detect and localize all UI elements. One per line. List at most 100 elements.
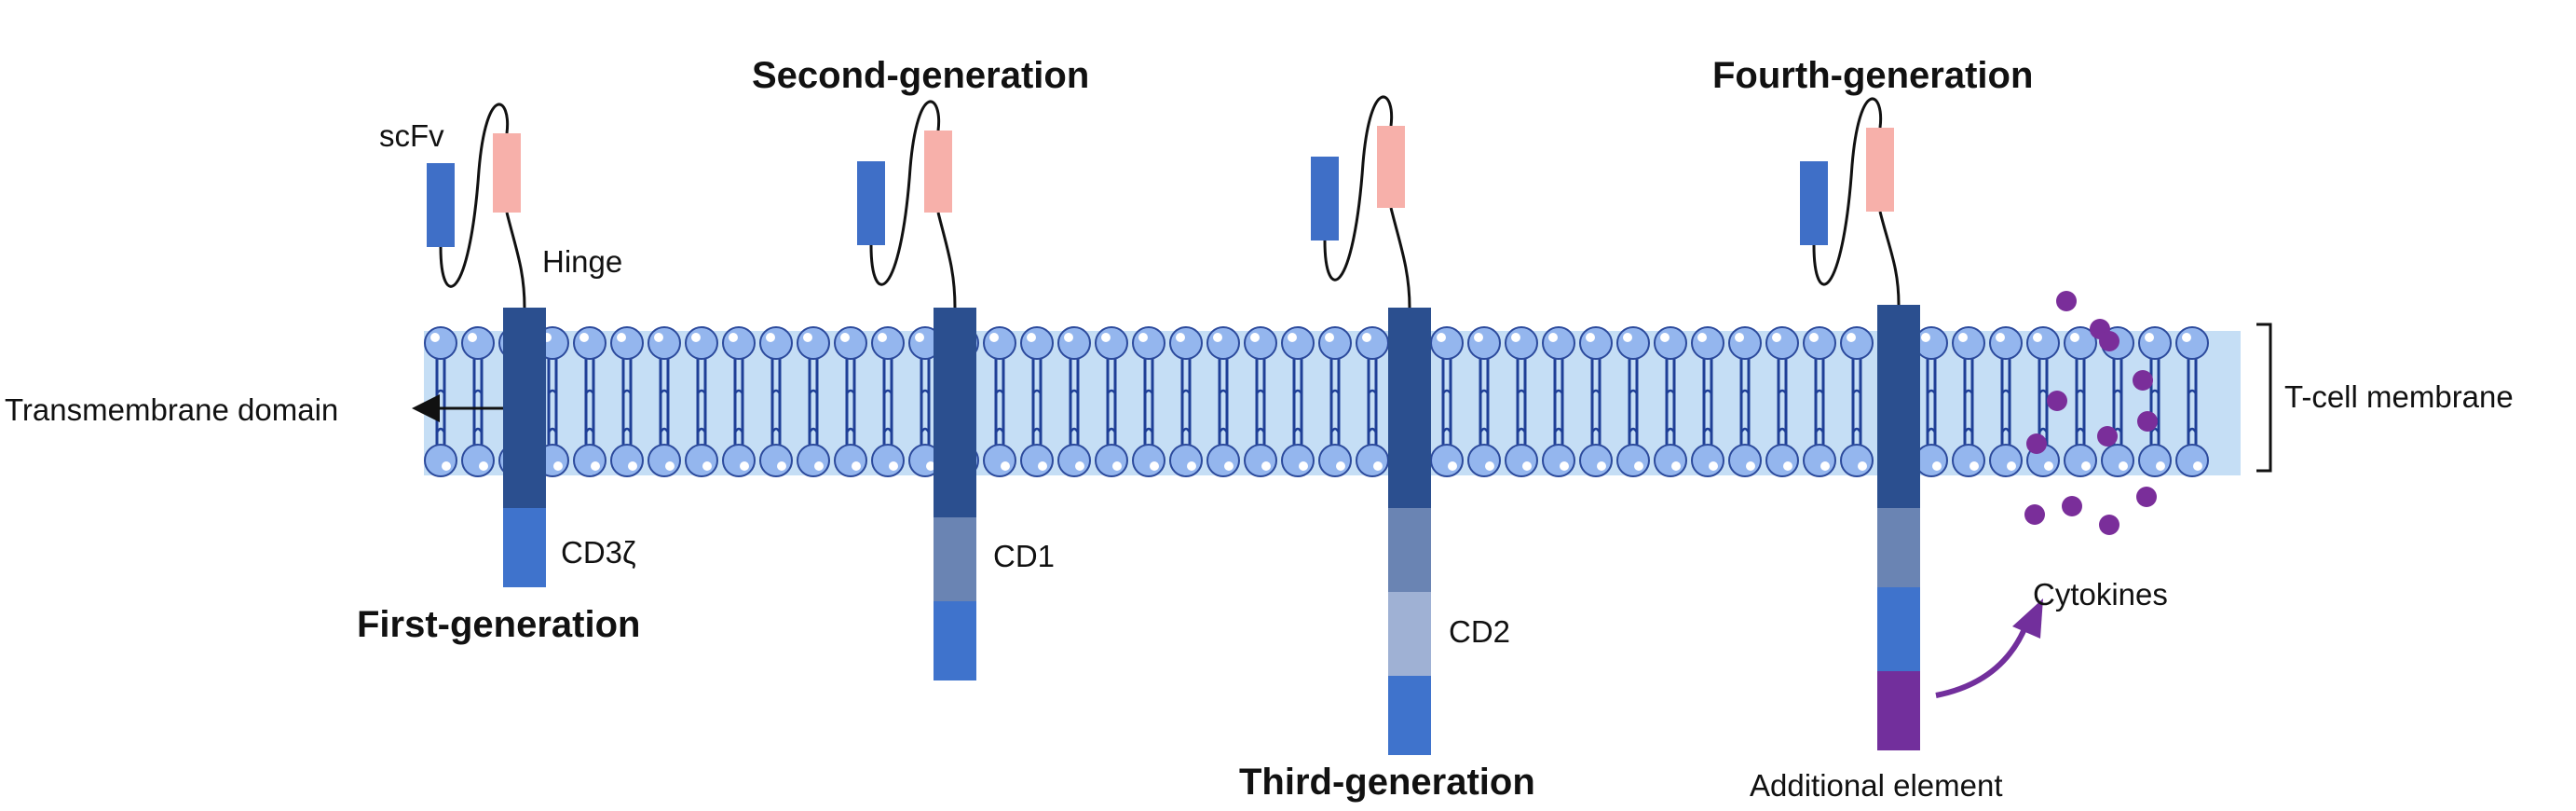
scfv-vl-domain bbox=[924, 131, 952, 213]
lipid-head-top bbox=[1654, 326, 1687, 360]
lipid-head-highlight bbox=[1299, 461, 1308, 471]
lipid-head-top bbox=[1356, 326, 1389, 360]
lipid-tail-top bbox=[1926, 356, 1937, 406]
lipid-head-highlight bbox=[2119, 461, 2128, 471]
lipid-head-highlight bbox=[1858, 461, 1867, 471]
lipid-head-highlight bbox=[468, 333, 477, 342]
lipid-head-highlight bbox=[1847, 333, 1856, 342]
lipid-head-bottom bbox=[1057, 444, 1091, 477]
lipid-tail-top bbox=[1665, 356, 1676, 406]
lipid-tail-kink bbox=[472, 389, 484, 394]
lipid-tail-top bbox=[1106, 356, 1117, 406]
lipid-head-highlight bbox=[1187, 461, 1196, 471]
lipid-head-highlight bbox=[479, 461, 488, 471]
hinge-line bbox=[936, 212, 957, 309]
lipid-head-top bbox=[461, 326, 495, 360]
lipid-head-highlight bbox=[691, 333, 701, 342]
lipid-tail-top bbox=[1628, 356, 1639, 406]
lipid-tail-kink bbox=[2112, 389, 2123, 394]
lipid-head-top bbox=[1728, 326, 1762, 360]
lipid-tail-kink bbox=[1367, 389, 1378, 394]
lipid-tail-bottom bbox=[733, 403, 744, 447]
lipid-head-bottom bbox=[2064, 444, 2097, 477]
lipid-tail-kink bbox=[2000, 427, 2011, 433]
lipid-head-highlight bbox=[617, 333, 626, 342]
lipid-tail-bottom bbox=[2075, 403, 2086, 447]
lipid-head-highlight bbox=[1597, 461, 1606, 471]
second-generation-title: Second-generation bbox=[752, 55, 1089, 96]
lipid-tail-bottom bbox=[2000, 403, 2011, 447]
intracellular-domain-cd3- bbox=[1388, 676, 1431, 755]
lipid-tail-kink bbox=[1479, 427, 1490, 433]
lipid-head-highlight bbox=[1150, 461, 1159, 471]
lipid-head-highlight bbox=[1783, 461, 1792, 471]
lipid-head-highlight bbox=[915, 333, 924, 342]
lipid-head-highlight bbox=[654, 333, 663, 342]
lipid-head-top bbox=[1952, 326, 1985, 360]
lipid-tail-bottom bbox=[472, 403, 484, 447]
lipid-tail-kink bbox=[1329, 389, 1341, 394]
lipid-tail-kink bbox=[1180, 389, 1192, 394]
lipid-tail-top bbox=[1814, 356, 1825, 406]
lipid-tail-kink bbox=[435, 427, 446, 433]
lipid-tail-bottom bbox=[1851, 403, 1862, 447]
lipid-tail-bottom bbox=[1069, 403, 1080, 447]
lipid-tail-kink bbox=[696, 427, 707, 433]
lipid-head-highlight bbox=[1969, 461, 1979, 471]
lipid-head-highlight bbox=[1735, 333, 1744, 342]
lipid-tail-bottom bbox=[696, 403, 707, 447]
lipid-tail-top bbox=[733, 356, 744, 406]
lipid-head-highlight bbox=[1660, 333, 1670, 342]
lipid-head-top bbox=[983, 326, 1016, 360]
lipid-head-highlight bbox=[1437, 333, 1446, 342]
lipid-head-bottom bbox=[1095, 444, 1128, 477]
lipid-tail-kink bbox=[1851, 389, 1862, 394]
lipid-tail-top bbox=[1143, 356, 1154, 406]
intracellular-domain-cd1 bbox=[1877, 508, 1920, 587]
lipid-head-top bbox=[1095, 326, 1128, 360]
cd3z-label: CD3ζ bbox=[561, 535, 636, 570]
lipid-tail-kink bbox=[1516, 389, 1527, 394]
lipid-tail-bottom bbox=[1553, 403, 1564, 447]
first-generation-title: First-generation bbox=[357, 604, 640, 645]
lipid-head-bottom bbox=[1244, 444, 1277, 477]
lipid-head-highlight bbox=[553, 461, 563, 471]
lipid-head-top bbox=[424, 326, 457, 360]
lipid-tail-top bbox=[659, 356, 670, 406]
lipid-tail-top bbox=[472, 356, 484, 406]
lipid-tail-kink bbox=[1106, 427, 1117, 433]
lipid-head-bottom bbox=[2175, 444, 2209, 477]
lipid-tail-bottom bbox=[1367, 403, 1378, 447]
lipid-head-top bbox=[1430, 326, 1464, 360]
lipid-head-bottom bbox=[1616, 444, 1650, 477]
lipid-head-bottom bbox=[1765, 444, 1799, 477]
cd1-label: CD1 bbox=[993, 539, 1055, 573]
lipid-tail-bottom bbox=[1106, 403, 1117, 447]
lipid-head-highlight bbox=[1623, 333, 1632, 342]
lipid-head-highlight bbox=[1448, 461, 1457, 471]
lipid-head-bottom bbox=[1169, 444, 1203, 477]
lipid-tail-top bbox=[2187, 356, 2198, 406]
lipid-head-highlight bbox=[1250, 333, 1260, 342]
lipid-tail-kink bbox=[1441, 427, 1452, 433]
lipid-tail-kink bbox=[882, 389, 893, 394]
lipid-tail-kink bbox=[1590, 389, 1601, 394]
lipid-tail-kink bbox=[2000, 389, 2011, 394]
lipid-head-highlight bbox=[729, 333, 738, 342]
lipid-head-highlight bbox=[591, 461, 600, 471]
lipid-head-top bbox=[1206, 326, 1240, 360]
cytokine-dot bbox=[2099, 331, 2119, 351]
cytokine-dot bbox=[2047, 391, 2067, 411]
lipid-head-highlight bbox=[1958, 333, 1968, 342]
lipid-head-bottom bbox=[647, 444, 681, 477]
lipid-tail-kink bbox=[1218, 427, 1229, 433]
lipid-tail-kink bbox=[845, 427, 856, 433]
lipid-tail-bottom bbox=[2187, 403, 2198, 447]
lipid-tail-kink bbox=[621, 427, 633, 433]
scfv-vh-domain bbox=[1311, 157, 1339, 241]
lipid-head-bottom bbox=[573, 444, 607, 477]
lipid-head-highlight bbox=[1474, 333, 1483, 342]
scfv-linker bbox=[869, 100, 941, 286]
cytokine-dot bbox=[2099, 515, 2119, 535]
